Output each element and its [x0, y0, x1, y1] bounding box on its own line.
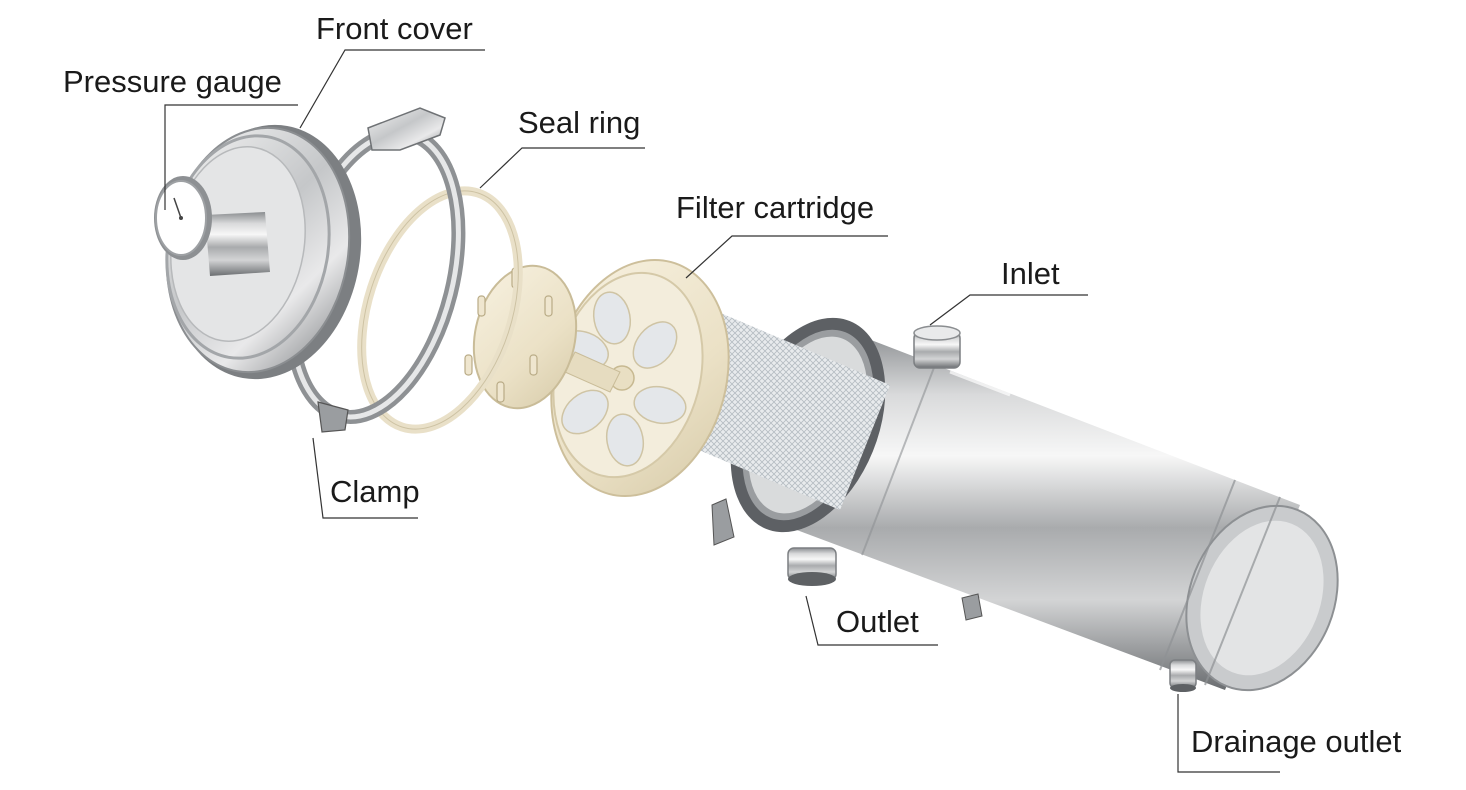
- label-seal-ring: Seal ring: [518, 105, 641, 140]
- label-clamp: Clamp: [330, 474, 420, 509]
- outlet-port: [787, 547, 837, 586]
- leader-line-pressure-gauge: [164, 104, 298, 210]
- leader-line-seal-ring: [479, 147, 645, 189]
- leader-line-front-cover: [299, 49, 485, 129]
- pressure-gauge: [154, 176, 212, 260]
- leader-line-clamp: [312, 437, 418, 519]
- label-pressure-gauge: Pressure gauge: [63, 64, 282, 99]
- leader-lines: [164, 49, 1280, 773]
- label-outlet: Outlet: [836, 604, 919, 639]
- filter-cartridge: [550, 258, 890, 510]
- label-filter-cartridge: Filter cartridge: [676, 190, 875, 225]
- label-inlet: Inlet: [1001, 256, 1060, 291]
- leader-line-outlet: [805, 595, 938, 646]
- housing-feet: [711, 498, 983, 621]
- seal-ring-edge: [361, 190, 519, 430]
- leader-line-drainage-outlet: [1177, 694, 1280, 773]
- label-drainage-outlet: Drainage outlet: [1191, 724, 1402, 759]
- inlet-port: [913, 325, 961, 369]
- label-front-cover: Front cover: [316, 11, 473, 46]
- drainage-outlet-port: [1169, 659, 1197, 692]
- leader-line-inlet: [929, 294, 1088, 326]
- leader-line-filter-cartridge: [685, 235, 888, 279]
